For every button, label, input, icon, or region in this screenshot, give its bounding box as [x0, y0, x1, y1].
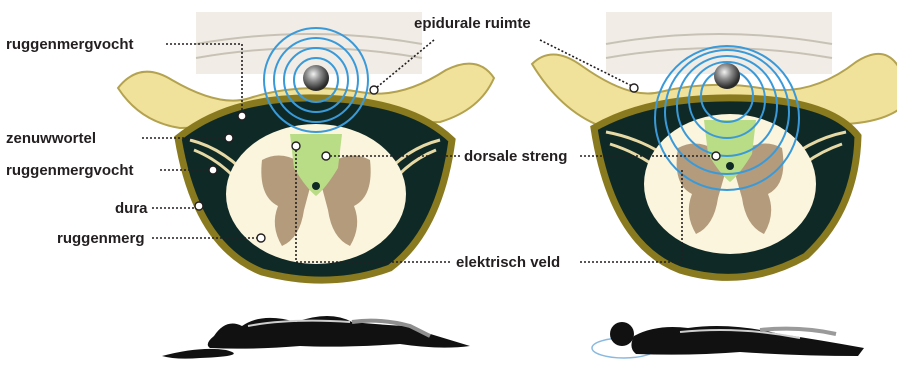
- label-epidural-space: epidurale ruimte: [414, 15, 531, 32]
- label-nerve-root: zenuwwortel: [6, 130, 96, 147]
- person-lying-supine-icon: [162, 316, 470, 359]
- label-csf-mid: ruggenmergvocht: [6, 162, 134, 179]
- left-skin-layer: [196, 12, 422, 74]
- electrode-icon: [714, 63, 740, 89]
- person-lying-prone-icon: [592, 322, 864, 358]
- electrode-icon: [303, 65, 329, 91]
- label-dura: dura: [115, 200, 148, 217]
- left-cross-section: [118, 12, 494, 280]
- label-dorsal-column: dorsale streng: [464, 148, 567, 165]
- label-electric-field: elektrisch veld: [456, 254, 560, 271]
- right-central-canal: [726, 162, 734, 170]
- right-cross-section: [532, 12, 897, 277]
- label-spinal-cord: ruggenmerg: [57, 230, 145, 247]
- label-csf-top: ruggenmergvocht: [6, 36, 134, 53]
- right-skin-layer: [606, 12, 832, 74]
- left-central-canal: [312, 182, 320, 190]
